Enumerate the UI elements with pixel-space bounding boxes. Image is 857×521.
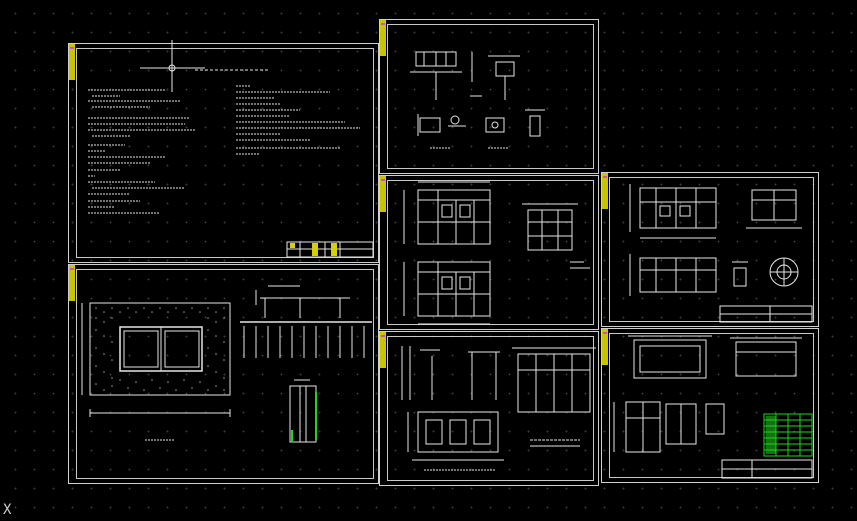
drawing-sheet-structural[interactable] (601, 328, 819, 483)
sheet-binding-strip (602, 329, 608, 365)
sheet-binding-strip (380, 332, 386, 368)
sheet-inner-frame (76, 269, 374, 479)
ucs-icon: X (3, 502, 12, 518)
rebar-schedule-fill (766, 416, 776, 454)
notes-text-block (88, 40, 360, 214)
sheet-binding-strip (602, 173, 608, 209)
sheet-inner-frame (387, 336, 594, 481)
drawing-sheet-elevations[interactable] (601, 172, 819, 327)
sheet-binding-strip (380, 176, 386, 212)
title-block-sheet-1 (286, 241, 374, 258)
pile-section-drawing (240, 285, 372, 443)
site-plan-drawing (81, 302, 231, 441)
sheet-inner-frame (387, 24, 594, 169)
sections-drawing (401, 346, 596, 471)
elevations-drawing (629, 184, 813, 323)
drawing-sheet-notes[interactable] (68, 43, 379, 263)
details-drawing (410, 51, 545, 149)
sheet-inner-frame (609, 333, 814, 478)
drawing-sheet-details[interactable] (379, 19, 599, 174)
sheet-strip-marks (70, 23, 607, 337)
structural-drawing (613, 335, 813, 479)
sheet-binding-strip (380, 20, 386, 56)
site-plan-hatch (95, 307, 225, 391)
floor-plans-drawing (403, 181, 590, 325)
sheet-binding-strip (69, 44, 75, 80)
sheet-inner-frame (609, 177, 814, 322)
drawing-sheet-sections[interactable] (379, 331, 599, 486)
sheet-inner-frame (387, 180, 594, 325)
sheet-binding-strip (69, 265, 75, 301)
drawing-sheet-site-plan[interactable] (68, 264, 379, 484)
drawing-sheet-floor-plans[interactable] (379, 175, 599, 330)
sheet-inner-frame (76, 48, 374, 258)
